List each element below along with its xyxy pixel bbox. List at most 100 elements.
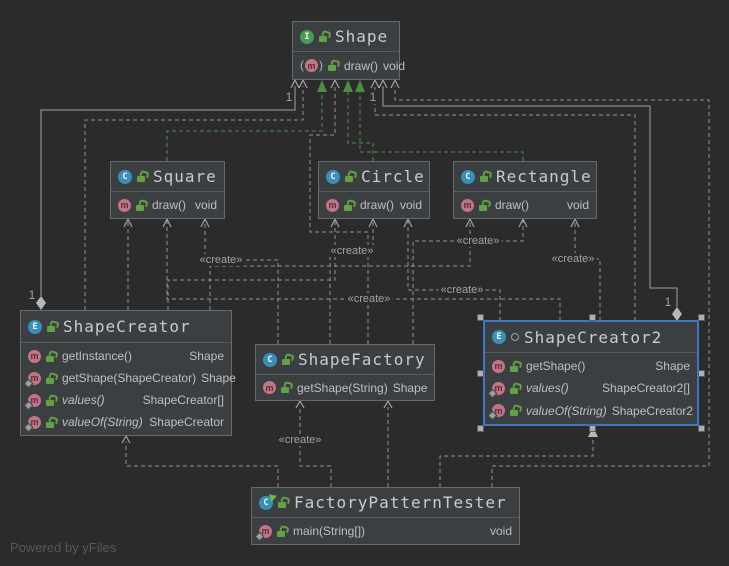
create-label: «create» [276,434,324,446]
method-row[interactable]: m getShape(String) Shape [256,381,434,395]
runnable-class-icon: C [259,491,279,510]
run-arrow-icon [268,491,279,502]
class-icon: C [461,169,475,184]
method-row[interactable]: m getShape() Shape [485,359,697,373]
edge-tester-dep-shape [394,86,710,487]
class-title: Circle [361,167,425,186]
public-lock-icon [281,382,292,393]
method-name: draw() [152,198,187,212]
method-row[interactable]: m draw() void [111,198,224,212]
edge-shapecreator-aggregates-shape [40,86,296,296]
static-method-icon: m [28,415,41,429]
create-label: «create» [345,293,393,305]
method-return-type: ShapeCreator [149,415,224,429]
class-node-factorypatterntester[interactable]: C FactoryPatternTester m main(String[]) … [251,487,520,545]
public-lock-icon [278,497,289,508]
class-header: C FactoryPatternTester [252,488,519,518]
public-lock-icon [137,171,148,182]
public-lock-icon [510,405,521,417]
public-lock-icon [46,373,57,384]
package-private-icon [511,333,519,341]
method-return-type: Shape [189,349,224,363]
method-icon: m [461,198,474,212]
class-title: Shape [335,27,389,46]
class-icon: C [263,352,277,367]
edge-shapecreator2-create-rectangle [574,219,601,321]
method-return-type: void [489,524,512,538]
multiplicity-label: 1 [368,90,378,104]
public-lock-icon [277,526,288,537]
method-return-type: Shape [392,380,428,395]
powered-by-yfiles-label: Powered by yFiles [10,540,117,555]
class-node-circle[interactable]: C Circle m draw() void [318,161,430,219]
class-node-shapefactory[interactable]: C ShapeFactory m getShape(String) Shape [255,344,435,401]
class-node-shapecreator2[interactable]: E ShapeCreator2 m getShape() Shape m val… [477,314,705,432]
class-title: ShapeFactory [298,350,426,369]
method-row[interactable]: m values() ShapeCreator[] [21,393,231,407]
multiplicity-label: 1 [27,288,37,302]
edge-circle-implements-shape [347,86,374,161]
static-method-icon: m [492,404,505,418]
selection-handle[interactable] [477,314,484,321]
method-row[interactable]: m draw() void [454,198,596,212]
class-title: ShapeCreator [63,317,191,336]
method-icon: m [263,381,276,394]
public-lock-icon [480,171,491,182]
method-row[interactable]: m valueOf(String) ShapeCreator2 [485,404,697,418]
public-lock-icon [510,361,521,372]
selection-handle[interactable] [698,370,705,377]
create-label: «create» [438,284,486,296]
class-title: ShapeCreator2 [524,327,663,347]
method-row[interactable]: m values() ShapeCreator2[] [485,381,697,395]
static-method-icon: m [28,371,41,385]
method-name: draw() [360,198,395,212]
method-return-type: void [566,198,589,212]
selection-handle[interactable] [477,425,484,432]
class-icon: C [118,169,132,184]
edge-square-implements-shape [166,86,323,161]
method-return-type: ShapeCreator2[] [601,381,690,396]
method-row[interactable]: m valueOf(String) ShapeCreator [21,415,231,429]
create-label: «create» [197,254,245,266]
edge-tester-dep-shapecreator2 [439,433,594,487]
method-icon: m [28,349,41,363]
class-header: C Square [111,162,224,192]
class-node-square[interactable]: C Square m draw() void [110,161,225,219]
aggregation-diamond-shapecreator2 [672,307,682,321]
method-name: getShape(String) [297,380,388,395]
selection-handle[interactable] [589,425,596,432]
method-row[interactable]: m draw() void [293,58,405,73]
class-node-rectangle[interactable]: C Rectangle m draw() void [453,161,597,219]
enum-icon: E [28,319,42,334]
method-row[interactable]: m draw() void [319,198,429,212]
edge-tester-dep-shapecreator [125,442,279,487]
edge-shapecreator2-dep-shape [374,86,636,321]
class-header: E ShapeCreator2 [485,322,697,353]
method-icon: m [118,198,131,212]
edge-shapefactory-create-circle [329,219,374,344]
method-return-type: void [194,198,217,212]
public-lock-icon [345,171,356,182]
method-row[interactable]: m getInstance() Shape [21,349,231,363]
method-name: valueOf(String) [62,415,143,429]
edge-tester-create-shapefactory [299,407,332,487]
method-return-type: Shape [655,359,690,374]
edge-shapecreator-create-rectangle [209,219,471,310]
selection-handle[interactable] [589,314,596,321]
class-title: FactoryPatternTester [294,493,507,512]
selection-handle[interactable] [698,425,705,432]
public-lock-icon [319,31,330,42]
class-node-shapecreator[interactable]: E ShapeCreator m getInstance() Shape m g… [20,310,236,436]
interface-icon: I [300,29,314,44]
method-name: valueOf(String) [526,403,607,418]
method-name: values() [62,393,105,407]
class-node-shape[interactable]: I Shape m draw() void [292,21,405,80]
method-row[interactable]: m getShape(ShapeCreator) Shape [21,371,236,385]
selection-handle[interactable] [477,370,484,377]
abstract-method-icon: m [300,59,323,72]
selection-handle[interactable] [698,314,705,321]
method-name: draw() [344,58,379,73]
method-row[interactable]: m main(String[]) void [252,524,519,538]
public-lock-icon [47,321,58,332]
